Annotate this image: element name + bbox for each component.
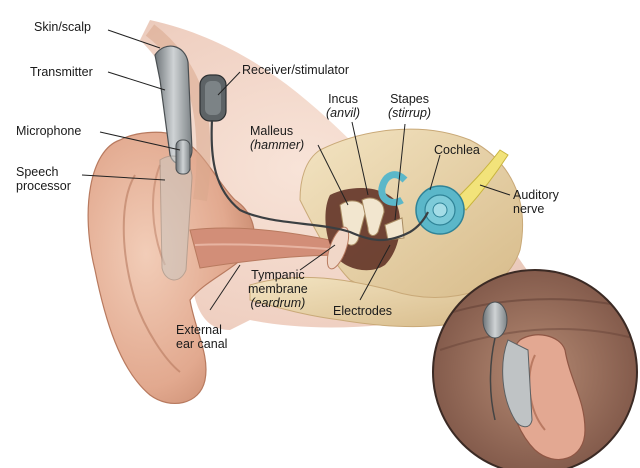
label-tympanic-line2: membrane (248, 282, 308, 296)
microphone-device (175, 139, 191, 175)
label-malleus-common: (hammer) (250, 138, 305, 152)
label-speech-processor: Speech processor (16, 165, 71, 193)
label-stapes: Stapes (stirrup) (388, 92, 431, 120)
label-tympanic-common: (eardrum) (250, 296, 306, 310)
label-external-canal-line2: ear canal (176, 337, 228, 351)
label-auditory-nerve-line1: Auditory (513, 188, 559, 202)
label-speech-processor-line2: processor (16, 179, 71, 193)
label-skin-scalp: Skin/scalp (34, 20, 91, 34)
incus-bone (361, 197, 385, 236)
label-microphone: Microphone (16, 124, 82, 138)
label-transmitter: Transmitter (30, 65, 93, 79)
tympanic-membrane (326, 226, 350, 270)
label-incus: Incus (anvil) (326, 92, 360, 120)
label-speech-processor-line1: Speech (16, 165, 59, 179)
label-tympanic-line1: Tympanic (251, 268, 305, 282)
auditory-nerve (454, 149, 509, 211)
speech-processor-device (159, 155, 193, 281)
label-incus-common: (anvil) (326, 106, 361, 120)
label-external-ear-canal: External ear canal (176, 323, 227, 351)
stapes-bone (384, 217, 405, 241)
label-tympanic-membrane: Tympanic membrane (eardrum) (248, 268, 308, 310)
electrode-lead (210, 119, 429, 242)
cochlea-shape (378, 171, 465, 235)
inset-ear-view (432, 269, 638, 468)
label-incus-name: Incus (328, 92, 358, 106)
leader-lines (81, 29, 511, 311)
label-receiver-stimulator: Receiver/stimulator (242, 63, 349, 77)
label-cochlea: Cochlea (434, 143, 480, 157)
label-auditory-nerve-line2: nerve (513, 202, 545, 216)
label-auditory-nerve: Auditory nerve (513, 188, 559, 216)
label-external-canal-line1: External (176, 323, 222, 337)
label-electrodes: Electrodes (333, 304, 393, 318)
label-malleus: Malleus (hammer) (250, 124, 304, 152)
label-malleus-name: Malleus (250, 124, 294, 138)
label-stapes-name: Stapes (390, 92, 429, 106)
label-stapes-common: (stirrup) (388, 106, 432, 120)
